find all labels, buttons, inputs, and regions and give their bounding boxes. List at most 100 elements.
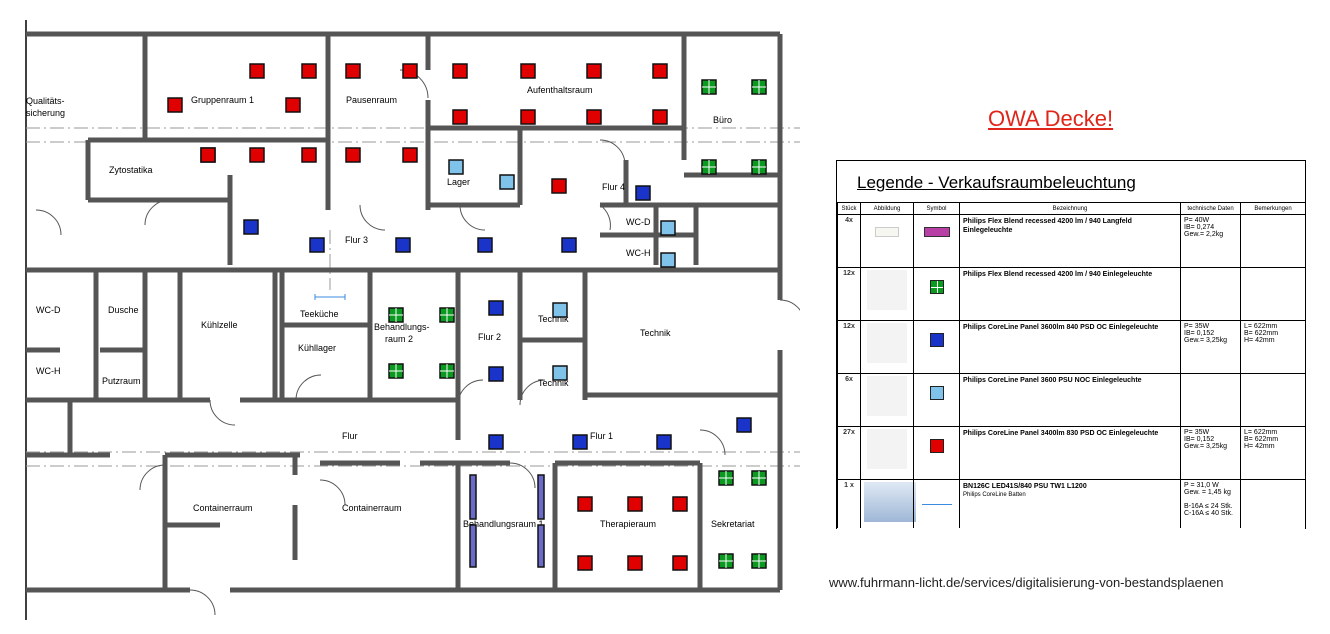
purple-strip-fixture-top: [469, 474, 477, 520]
legend-qty: 27x: [837, 426, 861, 480]
blue-panel-fixture: [477, 237, 493, 253]
room-label-sekretariat: Sekretariat: [711, 519, 755, 529]
lightblue-panel-fixture: [448, 159, 464, 175]
batten-line-symbol: [921, 504, 952, 505]
room-label-flur4: Flur 4: [602, 182, 625, 192]
legend-image-cell: [860, 373, 914, 427]
green-grid-crosshair: [440, 364, 454, 378]
green-grid-crosshair: [389, 364, 403, 378]
blue-panel-fixture: [488, 434, 504, 450]
green-grid-crosshair: [702, 160, 716, 174]
green-grid-crosshair: [389, 308, 403, 322]
room-label-behandlungsraum1: Behandlungsraum 1: [463, 519, 544, 529]
purple-strip-symbol: [923, 227, 950, 237]
legend-tech: P= 40W IB= 0,274 Gew.= 2,2kg: [1180, 214, 1241, 268]
red-panel-fixture: [627, 496, 643, 512]
room-label-kuehlzelle: Kühlzelle: [201, 320, 238, 330]
room-label-behandlungsraum2a: Behandlungs-: [374, 322, 430, 332]
red-panel-fixture: [586, 63, 602, 79]
red-panel-fixture: [672, 496, 688, 512]
legend-qty: 12x: [837, 320, 861, 374]
legend-tech: [1180, 373, 1241, 427]
legend-symbol-cell: [913, 267, 960, 321]
legend-image-cell: [860, 479, 916, 528]
room-label-wch-left: WC-H: [36, 366, 61, 376]
legend-notes: [1240, 479, 1306, 528]
legend-image-cell: [860, 426, 914, 480]
blue-panel-fixture: [488, 366, 504, 382]
legend-row: 12x Philips CoreLine Panel 3600lm 840 PS…: [837, 320, 1306, 374]
room-label-pausenraum: Pausenraum: [346, 95, 397, 105]
luminaire-photo: [867, 323, 907, 363]
batten-fixture: [314, 294, 346, 300]
red-panel-fixture: [452, 63, 468, 79]
owa-title: OWA Decke!: [988, 106, 1114, 131]
blue-panel-fixture: [395, 237, 411, 253]
room-label-flur2: Flur 2: [478, 332, 501, 342]
red-panel-fixture: [249, 147, 265, 163]
red-panel-fixture: [301, 63, 317, 79]
legend-image-cell: [860, 267, 914, 321]
legend-name: Philips Flex Blend recessed 4200 lm / 94…: [959, 214, 1181, 268]
room-label-qualitaet: Qualitäts-: [26, 96, 65, 106]
luminaire-photo: [875, 227, 899, 237]
room-label-kuehllager: Kühllager: [298, 343, 336, 353]
lightblue-panel-fixture: [552, 302, 568, 318]
room-label-buero: Büro: [713, 115, 732, 125]
room-label-aufenthaltsraum: Aufenthaltsraum: [527, 85, 593, 95]
legend-header-tech: technische Daten: [1180, 202, 1241, 215]
legend-name: Philips CoreLine Panel 3600 PSU NOC Einl…: [959, 373, 1181, 427]
legend-header-name: Bezeichnung: [959, 202, 1181, 215]
legend-row: 27x Philips CoreLine Panel 3400lm 830 PS…: [837, 426, 1306, 480]
green-grid-crosshair: [752, 80, 766, 94]
legend-title: Legende - Verkaufsraumbeleuchtung: [857, 173, 1136, 192]
legend-header-row: Stück Abbildung Symbol Bezeichnung techn…: [837, 202, 1306, 215]
room-label-wcd-top: WC-D: [626, 217, 651, 227]
luminaires: [167, 63, 767, 571]
legend-header-qty: Stück: [837, 202, 861, 215]
luminaire-photo: [864, 482, 916, 522]
room-label-putzraum: Putzraum: [102, 376, 141, 386]
room-label-wcd-left: WC-D: [36, 305, 61, 315]
lightblue-panel-fixture: [660, 252, 676, 268]
red-panel-fixture: [285, 97, 301, 113]
legend-subname: Philips CoreLine Batten: [963, 492, 1026, 498]
green-grid-crosshair: [719, 471, 733, 485]
legend-header-notes: Bemerkungen: [1240, 202, 1306, 215]
legend-tech: P = 31,0 W Gew. = 1,45 kg B-16A ≤ 24 Stk…: [1180, 479, 1241, 528]
lightblue-panel-fixture: [660, 220, 676, 236]
red-panel-fixture: [520, 63, 536, 79]
red-panel-fixture: [452, 109, 468, 125]
legend-panel: Legende - Verkaufsraumbeleuchtung Stück …: [836, 160, 1306, 529]
red-panel-fixture: [402, 63, 418, 79]
green-grid-symbol: [929, 280, 944, 294]
legend-row: 6x Philips CoreLine Panel 3600 PSU NOC E…: [837, 373, 1306, 427]
room-label-dusche: Dusche: [108, 305, 139, 315]
blue-panel-fixture: [656, 434, 672, 450]
legend-header-image: Abbildung: [860, 202, 914, 215]
room-label-flur3: Flur 3: [345, 235, 368, 245]
blue-panel-symbol: [929, 333, 944, 347]
red-panel-fixture: [577, 555, 593, 571]
green-grid-crosshair: [752, 471, 766, 485]
legend-symbol-cell: [913, 373, 960, 427]
legend-qty: 12x: [837, 267, 861, 321]
blue-panel-fixture: [561, 237, 577, 253]
red-panel-fixture: [345, 147, 361, 163]
walls: [26, 31, 783, 593]
legend-tech: P= 35W IB= 0,152 Gew.= 3,25kg: [1180, 320, 1241, 374]
legend-notes: L= 622mm B= 622mm H= 42mm: [1240, 320, 1306, 374]
green-grid-crosshair: [719, 554, 733, 568]
legend-row: 12x Philips Flex Blend recessed 4200 lm …: [837, 267, 1306, 321]
room-label-behandlungsraum2b: raum 2: [385, 334, 413, 344]
room-label-wch-top: WC-H: [626, 248, 651, 258]
red-panel-fixture: [672, 555, 688, 571]
purple-strip-fixture-top: [537, 474, 545, 520]
blue-panel-fixture: [243, 219, 259, 235]
red-panel-fixture: [551, 178, 567, 194]
blue-panel-fixture: [736, 417, 752, 433]
red-panel-fixture: [586, 109, 602, 125]
legend-symbol-cell: [913, 320, 960, 374]
green-grid-crosshair: [702, 80, 716, 94]
